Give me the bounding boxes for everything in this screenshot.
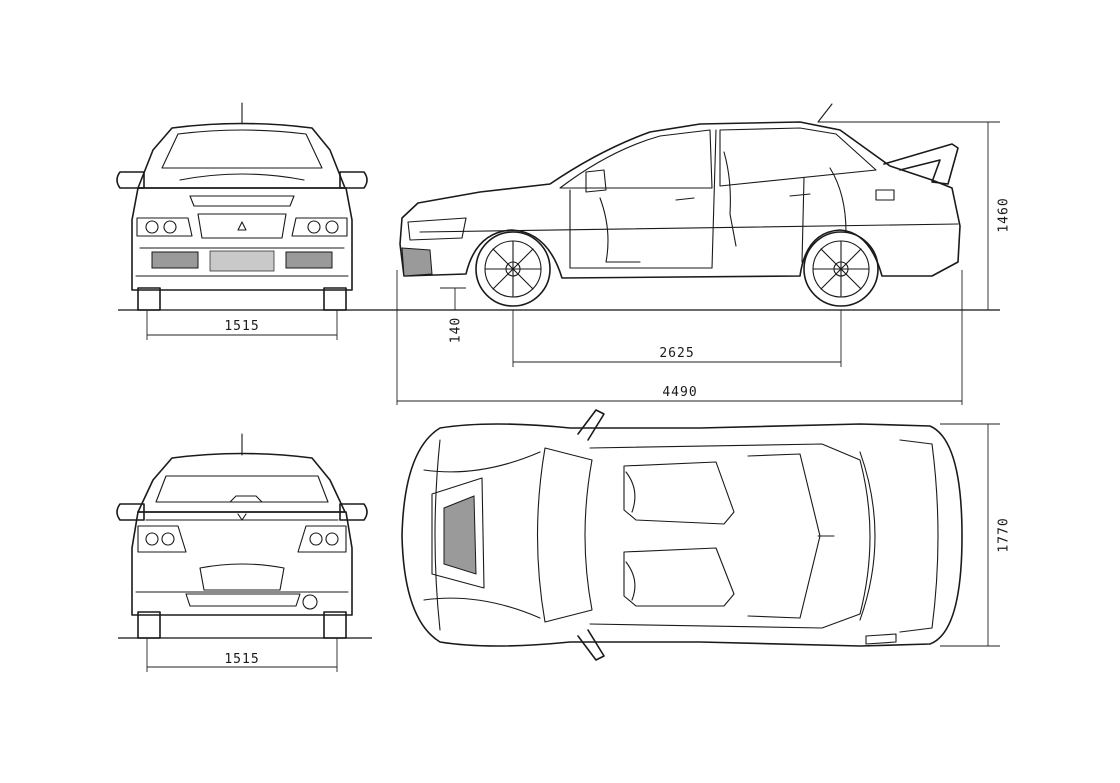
rear-view [116, 433, 368, 639]
ground-clearance-label: 140 [449, 317, 464, 343]
overall-length-label: 4490 [662, 385, 697, 400]
wheelbase-label: 2625 [659, 346, 694, 361]
rear-track-label: 1515 [224, 652, 259, 667]
overall-width-label: 1770 [997, 517, 1012, 552]
front-track-label: 1515 [224, 319, 259, 334]
dimension-labels: 1515 1515 140 2625 4490 1460 1770 [224, 197, 1011, 667]
top-view [401, 409, 963, 661]
front-view [116, 102, 368, 311]
side-view [399, 103, 961, 307]
dimension-lines [118, 121, 1000, 672]
overall-height-label: 1460 [997, 197, 1012, 232]
